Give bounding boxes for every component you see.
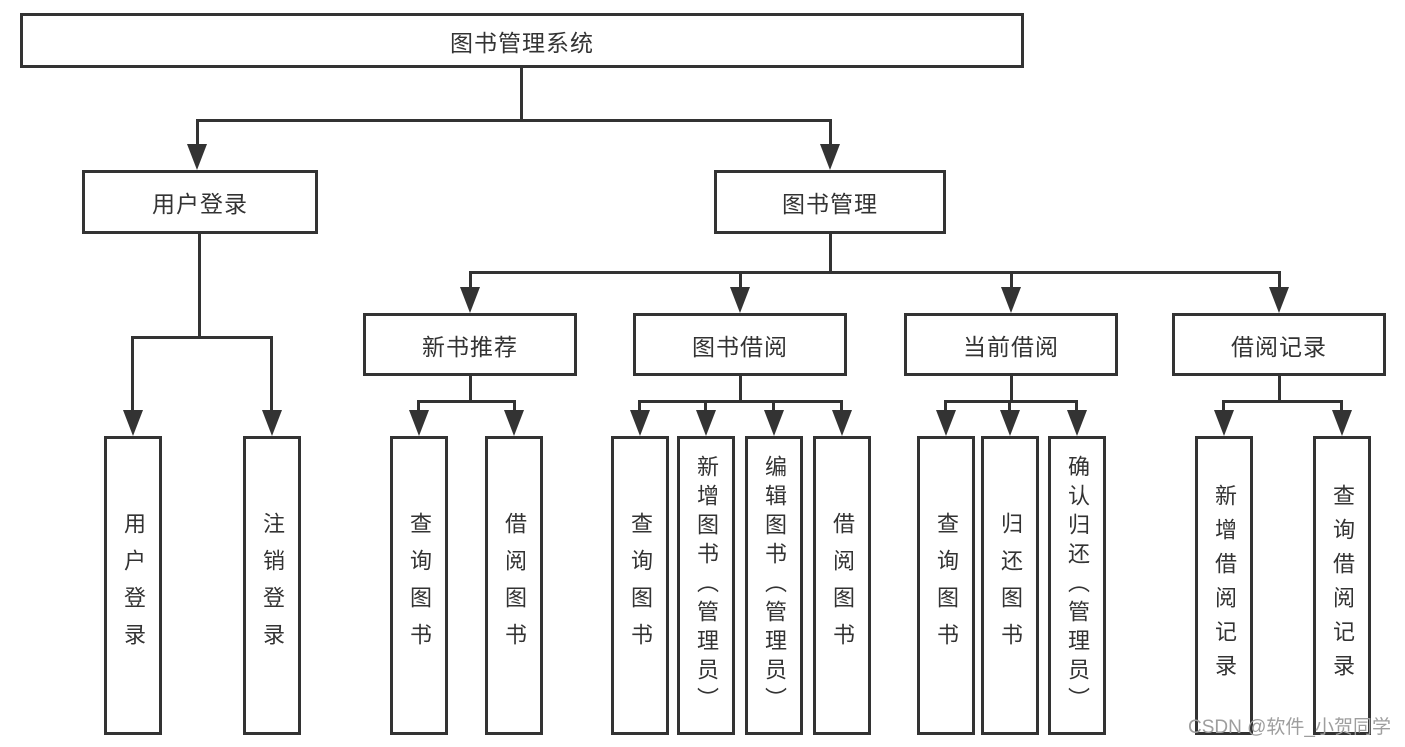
- arrow-down-icon: [696, 410, 716, 436]
- connector-line: [513, 400, 516, 412]
- arrow-down-icon: [1067, 410, 1087, 436]
- leaf-add-borrow-record-label: 新增借阅记录: [1212, 483, 1237, 688]
- leaf-return-books: 归还图书: [981, 436, 1039, 735]
- connector-line: [944, 400, 947, 412]
- connector-line: [1278, 376, 1281, 403]
- connector-line: [944, 400, 1078, 403]
- connector-line: [638, 400, 641, 412]
- arrow-down-icon: [936, 410, 956, 436]
- leaf-query-borrow-record-label: 查询借阅记录: [1330, 483, 1355, 688]
- leaf-query-books-2: 查询图书: [611, 436, 669, 735]
- connector-line: [638, 400, 843, 403]
- connector-line: [198, 234, 201, 339]
- arrow-down-icon: [1001, 287, 1021, 313]
- connector-line: [469, 271, 472, 289]
- connector-line: [1222, 400, 1225, 412]
- leaf-borrow-books-1: 借阅图书: [485, 436, 543, 735]
- leaf-query-books-1-label: 查询图书: [407, 511, 432, 660]
- arrow-down-icon: [187, 144, 207, 170]
- node-new-book-recommend: 新书推荐: [363, 313, 577, 376]
- node-current-borrow-label: 当前借阅: [963, 333, 1059, 360]
- connector-line: [417, 400, 420, 412]
- node-user-login: 用户登录: [82, 170, 318, 234]
- arrow-down-icon: [630, 410, 650, 436]
- arrow-down-icon: [730, 287, 750, 313]
- leaf-query-books-3-label: 查询图书: [934, 511, 959, 660]
- leaf-logout-label: 注销登录: [260, 511, 285, 660]
- connector-line: [196, 119, 832, 122]
- leaf-add-books-admin: 新增图书（管理员）: [677, 436, 735, 735]
- leaf-confirm-return-admin: 确认归还（管理员）: [1048, 436, 1106, 735]
- leaf-query-books-2-label: 查询图书: [628, 511, 653, 660]
- connector-line: [469, 271, 1281, 274]
- connector-line: [704, 400, 707, 412]
- leaf-borrow-books-1-label: 借阅图书: [502, 511, 527, 660]
- node-borrow-records-label: 借阅记录: [1231, 333, 1327, 360]
- connector-line: [1278, 271, 1281, 289]
- connector-line: [1010, 376, 1013, 403]
- arrow-down-icon: [409, 410, 429, 436]
- connector-line: [739, 271, 742, 289]
- connector-line: [1222, 400, 1342, 403]
- connector-line: [417, 400, 516, 403]
- arrow-down-icon: [820, 144, 840, 170]
- connector-line: [469, 376, 472, 403]
- connector-line: [270, 336, 273, 412]
- node-root-label: 图书管理系统: [450, 29, 594, 56]
- connector-line: [131, 336, 134, 412]
- leaf-borrow-books-2-label: 借阅图书: [830, 511, 855, 660]
- leaf-add-borrow-record: 新增借阅记录: [1195, 436, 1253, 735]
- arrow-down-icon: [1000, 410, 1020, 436]
- arrow-down-icon: [832, 410, 852, 436]
- arrow-down-icon: [262, 410, 282, 436]
- arrow-down-icon: [504, 410, 524, 436]
- arrow-down-icon: [1332, 410, 1352, 436]
- leaf-user-login-label: 用户登录: [121, 511, 146, 660]
- connector-line: [1075, 400, 1078, 412]
- connector-line: [196, 119, 199, 148]
- node-book-borrow: 图书借阅: [633, 313, 847, 376]
- arrow-down-icon: [1269, 287, 1289, 313]
- connector-line: [840, 400, 843, 412]
- connector-line: [1008, 400, 1011, 412]
- leaf-user-login: 用户登录: [104, 436, 162, 735]
- csdn-watermark: CSDN @软件_小贺同学: [1188, 717, 1391, 738]
- connector-line: [739, 376, 742, 403]
- connector-line: [1340, 400, 1343, 412]
- arrow-down-icon: [123, 410, 143, 436]
- node-book-management: 图书管理: [714, 170, 946, 234]
- leaf-edit-books-admin-label: 编辑图书（管理员）: [762, 455, 787, 716]
- leaf-query-borrow-record: 查询借阅记录: [1313, 436, 1371, 735]
- connector-line: [829, 119, 832, 148]
- node-root: 图书管理系统: [20, 13, 1024, 68]
- connector-line: [829, 234, 832, 274]
- node-borrow-records: 借阅记录: [1172, 313, 1386, 376]
- node-book-borrow-label: 图书借阅: [692, 333, 788, 360]
- leaf-query-books-1: 查询图书: [390, 436, 448, 735]
- arrow-down-icon: [1214, 410, 1234, 436]
- leaf-confirm-return-admin-label: 确认归还（管理员）: [1065, 455, 1090, 716]
- leaf-query-books-3: 查询图书: [917, 436, 975, 735]
- leaf-borrow-books-2: 借阅图书: [813, 436, 871, 735]
- node-user-login-label: 用户登录: [152, 191, 248, 217]
- arrow-down-icon: [460, 287, 480, 313]
- leaf-logout: 注销登录: [243, 436, 301, 735]
- leaf-add-books-admin-label: 新增图书（管理员）: [694, 455, 719, 716]
- node-new-book-recommend-label: 新书推荐: [422, 333, 518, 360]
- leaf-return-books-label: 归还图书: [998, 511, 1023, 660]
- connector-line: [1010, 271, 1013, 289]
- node-book-management-label: 图书管理: [782, 191, 878, 217]
- connector-line: [520, 68, 523, 122]
- connector-line: [131, 336, 273, 339]
- node-current-borrow: 当前借阅: [904, 313, 1118, 376]
- arrow-down-icon: [764, 410, 784, 436]
- leaf-edit-books-admin: 编辑图书（管理员）: [745, 436, 803, 735]
- connector-line: [772, 400, 775, 412]
